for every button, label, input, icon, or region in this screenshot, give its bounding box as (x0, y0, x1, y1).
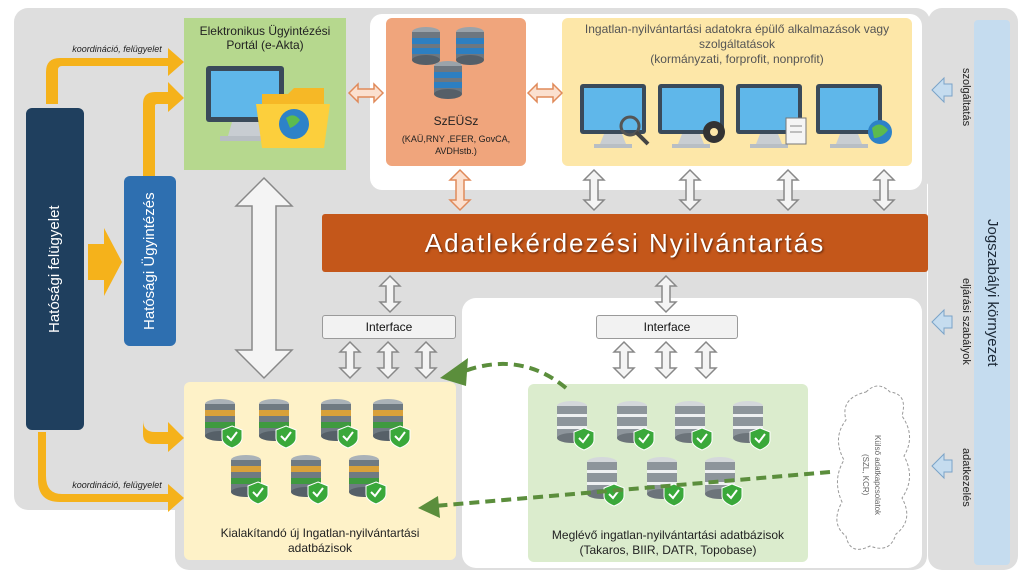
existing-database-label-line2: (Takaros, BIIR, DATR, Topobase) (579, 543, 757, 557)
authority-supervision-bar (26, 108, 84, 430)
arrow-left-icon (931, 76, 953, 104)
szeusz-title: SzEÜSz (433, 114, 479, 128)
szeusz-database-icons (412, 27, 484, 99)
portal-title-line2: Portál (e-Akta) (226, 38, 304, 52)
applications-title-line1: Ingatlan-nyilvántartási adatokra épülő a… (584, 22, 890, 36)
new-database-label-line1: Kialakítandó új Ingatlan-nyilvántartási (220, 526, 420, 540)
szeusz-detail-line1: (KAÜ,RNY ,EFER, GovCA, (401, 134, 511, 144)
legal-procedure-label: eljárási szabályok (960, 277, 972, 365)
arrow-left-icon (931, 452, 953, 480)
legal-column (974, 20, 1010, 565)
coordination-label-bottom: koordináció, felügyelet (72, 480, 162, 490)
external-connections-line1: Külső adatkapcsolatok (873, 434, 882, 516)
new-database-label-line2: adatbázisok (287, 541, 353, 555)
document-icon (785, 117, 807, 145)
magnifier-icon (619, 115, 641, 137)
portal-computer-icon (206, 66, 330, 148)
application-computers-icons (580, 84, 892, 148)
applications-title-line3: (kormányzati, forprofit, nonprofit) (650, 52, 824, 66)
existing-database-label-line1: Meglévő ingatlan-nyilvántartási adatbázi… (551, 528, 785, 542)
szeusz-detail-line2: AVDHstb.) (435, 146, 477, 156)
external-connections-cloud (836, 385, 910, 550)
legal-data-handling-label: adatkezelés (960, 447, 972, 507)
coordination-label-top: koordináció, felügyelet (72, 44, 162, 54)
portal-title-line1: Elektronikus Ügyintézési (199, 24, 331, 38)
external-connections-line2: (SZL, KCR) (861, 454, 870, 496)
interface-right: Interface (596, 315, 738, 339)
central-registry-bar (322, 214, 928, 272)
legal-environment-title: Jogszabályi környezet (984, 218, 1001, 367)
interface-left: Interface (322, 315, 456, 339)
central-registry-title: Adatlekérdezési Nyilvántartás (424, 228, 826, 258)
arrow-left-icon (931, 308, 953, 336)
legal-service-label: szolgáltatás (960, 67, 972, 127)
authority-administration-bar (124, 176, 176, 346)
applications-title-line2: szolgáltatások (698, 37, 776, 51)
